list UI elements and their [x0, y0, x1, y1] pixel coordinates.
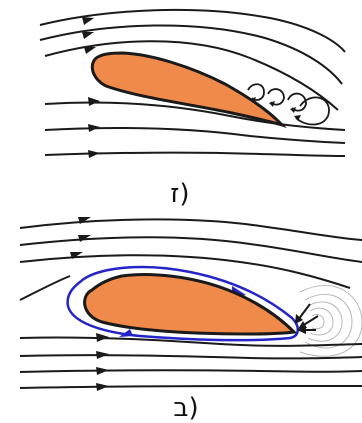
streamline [20, 276, 70, 300]
top-arrowheads-upper [82, 17, 96, 54]
streamline [20, 237, 362, 262]
top-arrowheads-lower [88, 97, 100, 158]
bottom-arrowheads-lower [96, 333, 109, 391]
airfoil-bottom [85, 275, 294, 334]
streamline [20, 370, 362, 372]
arrow-icon [82, 17, 94, 25]
bottom-streamlines-lower [20, 337, 362, 388]
arrow-icon [96, 333, 109, 342]
streamline [20, 219, 362, 240]
vortex [268, 89, 284, 105]
bottom-panel: ב) [20, 217, 362, 423]
arrow-icon [82, 32, 94, 39]
panel-label-top: ז) [170, 179, 189, 209]
arrow-icon [78, 217, 91, 224]
panel-label-bottom: ב) [173, 393, 198, 423]
streamline [20, 386, 362, 388]
streamline [20, 355, 362, 358]
airfoil-top [92, 53, 282, 125]
arrow-icon [84, 47, 96, 54]
top-panel: ז) [40, 10, 345, 209]
arrow-icon [88, 97, 100, 106]
